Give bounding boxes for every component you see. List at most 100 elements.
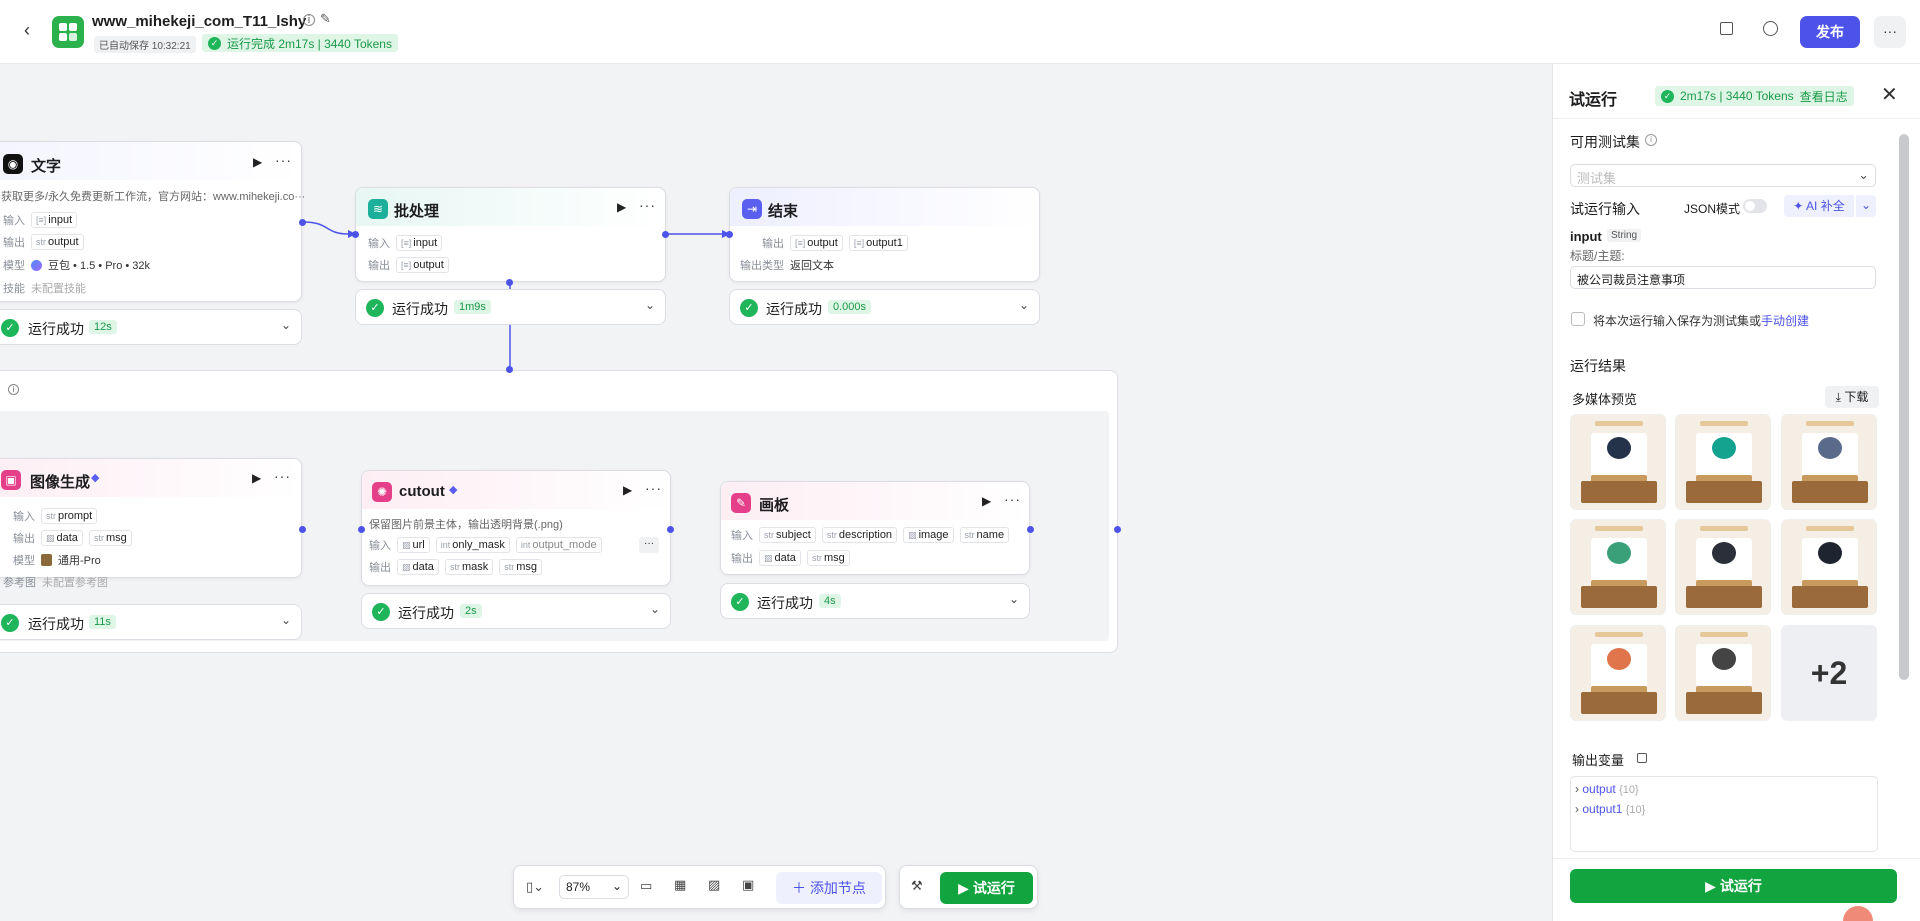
test-run-panel: 试运行 ✓ 2m17s | 3440 Tokens 查看日志 ✕ 可用测试集 i… <box>1552 64 1920 921</box>
pointer-mode-icon[interactable]: ▯⌄ <box>526 879 545 894</box>
preview-thumbnail[interactable] <box>1570 625 1666 721</box>
zoom-select[interactable]: 87%⌄ <box>559 875 629 899</box>
chevron-down-icon[interactable]: ⌄ <box>280 613 291 627</box>
verified-icon: ◆ <box>449 484 458 496</box>
panel-divider <box>1553 118 1920 119</box>
node-board-status[interactable]: ✓ 运行成功 4s ⌄ <box>720 583 1030 619</box>
preview-thumbnail[interactable] <box>1675 519 1771 615</box>
output-var-row[interactable]: › output {10} <box>1575 782 1639 796</box>
port[interactable] <box>506 279 513 286</box>
panel-title: 试运行 <box>1569 92 1618 109</box>
copy-icon[interactable] <box>1637 753 1647 763</box>
panel-run-button[interactable]: ▶ 试运行 <box>1570 869 1897 903</box>
chevron-right-icon: › <box>1575 802 1579 816</box>
port[interactable] <box>299 526 306 533</box>
port[interactable] <box>352 231 359 238</box>
preview-thumbnail[interactable] <box>1781 414 1877 510</box>
view-log-link[interactable]: 查看日志 <box>1799 89 1848 104</box>
chevron-down-icon[interactable]: ⌄ <box>280 318 291 332</box>
publish-button[interactable]: 发布 <box>1800 16 1860 48</box>
download-icon: ⤓ <box>1835 390 1841 404</box>
port[interactable] <box>1027 526 1034 533</box>
run-node-icon[interactable]: ▶ <box>253 155 263 169</box>
node-text-status[interactable]: ✓ 运行成功 12s ⌄ <box>0 309 302 345</box>
node-more-icon[interactable]: ··· <box>645 480 662 496</box>
node-more-icon[interactable]: ··· <box>275 152 292 168</box>
preview-thumbnail[interactable] <box>1570 414 1666 510</box>
minimap-icon[interactable]: ▣ <box>742 877 755 892</box>
workflow-canvas[interactable]: i ◉ 文字 ▶ ··· 获取更多/永久免费更新工作流，官方网站：www.mih… <box>0 64 1552 921</box>
more-menu-button[interactable]: ··· <box>1874 16 1906 48</box>
success-check-icon: ✓ <box>1661 89 1674 103</box>
node-board-title: 画板 <box>759 497 790 514</box>
node-image-status[interactable]: ✓ 运行成功 11s ⌄ <box>0 604 302 640</box>
manual-create-link[interactable]: 手动创建 <box>1761 314 1810 328</box>
chevron-down-icon[interactable]: ⌄ <box>1018 298 1029 312</box>
layout-grid-icon[interactable]: ▦ <box>674 877 687 892</box>
assistant-avatar[interactable] <box>1843 906 1873 921</box>
preview-thumbnail[interactable] <box>1675 625 1771 721</box>
port[interactable] <box>299 219 306 226</box>
success-check-icon: ✓ <box>731 593 749 611</box>
json-mode-toggle[interactable] <box>1743 199 1767 213</box>
port[interactable] <box>506 366 513 373</box>
back-icon[interactable]: ‹ <box>24 20 30 40</box>
more-previews-tile[interactable]: +2 <box>1781 625 1877 721</box>
testset-select[interactable]: 测试集⌄ <box>1570 164 1876 187</box>
run-node-icon[interactable]: ▶ <box>982 494 992 508</box>
preview-thumbnail[interactable] <box>1675 414 1771 510</box>
node-end[interactable]: ⇥ 结束 输出[≡]output[≡]output1 输出类型返回文本 <box>729 187 1040 282</box>
play-icon: ▶ <box>1705 878 1716 894</box>
node-cutout-status[interactable]: ✓ 运行成功 2s ⌄ <box>361 593 671 629</box>
node-cutout-title: cutout <box>399 483 445 500</box>
success-check-icon: ✓ <box>740 299 758 317</box>
add-node-button[interactable]: ＋ 添加节点 <box>776 872 882 904</box>
output-vars-box <box>1570 776 1878 852</box>
port[interactable] <box>662 231 669 238</box>
port[interactable] <box>1114 526 1121 533</box>
tool-icon[interactable]: ⚒ <box>911 878 923 893</box>
port[interactable] <box>726 231 733 238</box>
app-logo-icon <box>52 16 84 48</box>
edit-icon[interactable]: ✎ <box>320 11 331 26</box>
chevron-down-icon[interactable]: ⌄ <box>1008 592 1019 606</box>
download-button[interactable]: ⤓ 下载 <box>1825 386 1879 408</box>
save-testset-checkbox[interactable] <box>1571 312 1585 326</box>
comment-icon[interactable]: ▭ <box>640 878 653 893</box>
preview-thumbnail[interactable] <box>1570 519 1666 615</box>
node-text[interactable]: ◉ 文字 ▶ ··· 获取更多/永久免费更新工作流，官方网站：www.mihek… <box>0 141 305 302</box>
ai-fill-dropdown[interactable]: ⌄ <box>1856 195 1876 217</box>
node-cutout[interactable]: ✺ cutout ◆ ▶ ··· 保留图片前景主体，输出透明背景(.png) 输… <box>361 470 671 586</box>
port[interactable] <box>358 526 365 533</box>
canvas-toolbar: ▯⌄ 87%⌄ ▭ ▦ ▨ ▣ ＋ 添加节点 <box>513 865 886 909</box>
image-icon[interactable]: ▨ <box>708 877 721 892</box>
preview-thumbnail[interactable] <box>1781 519 1877 615</box>
chevron-down-icon[interactable]: ⌄ <box>649 602 660 616</box>
port[interactable] <box>667 526 674 533</box>
node-end-status[interactable]: ✓ 运行成功 0.000s ⌄ <box>729 289 1040 325</box>
run-node-icon[interactable]: ▶ <box>617 200 627 214</box>
ai-fill-button[interactable]: ✦ AI 补全 <box>1784 195 1854 217</box>
node-more-icon[interactable]: ··· <box>639 197 656 213</box>
node-batch[interactable]: ≋ 批处理 ▶ ··· 输入[≡]input 输出[≡]output <box>355 187 666 282</box>
node-batch-status[interactable]: ✓ 运行成功 1m9s ⌄ <box>355 289 666 325</box>
copy-icon[interactable] <box>1720 22 1733 35</box>
title-input[interactable]: 被公司裁员注意事项 <box>1570 266 1876 289</box>
scrollbar[interactable] <box>1899 134 1909 680</box>
info-icon[interactable]: i <box>303 14 315 26</box>
batch-icon: ≋ <box>368 199 388 219</box>
run-node-icon[interactable]: ▶ <box>623 483 633 497</box>
more-params-icon[interactable]: ··· <box>639 537 659 553</box>
run-badge: ✓ 2m17s | 3440 Tokens 查看日志 <box>1655 86 1854 106</box>
output-var-row[interactable]: › output1 {10} <box>1575 802 1646 816</box>
run-node-icon[interactable]: ▶ <box>252 471 262 485</box>
node-more-icon[interactable]: ··· <box>1004 491 1021 507</box>
test-run-button[interactable]: ▶ 试运行 <box>940 872 1033 904</box>
history-icon[interactable] <box>1763 21 1778 36</box>
success-check-icon: ✓ <box>1 319 19 337</box>
node-more-icon[interactable]: ··· <box>274 468 291 484</box>
close-icon[interactable]: ✕ <box>1881 84 1898 106</box>
chevron-down-icon[interactable]: ⌄ <box>644 298 655 312</box>
